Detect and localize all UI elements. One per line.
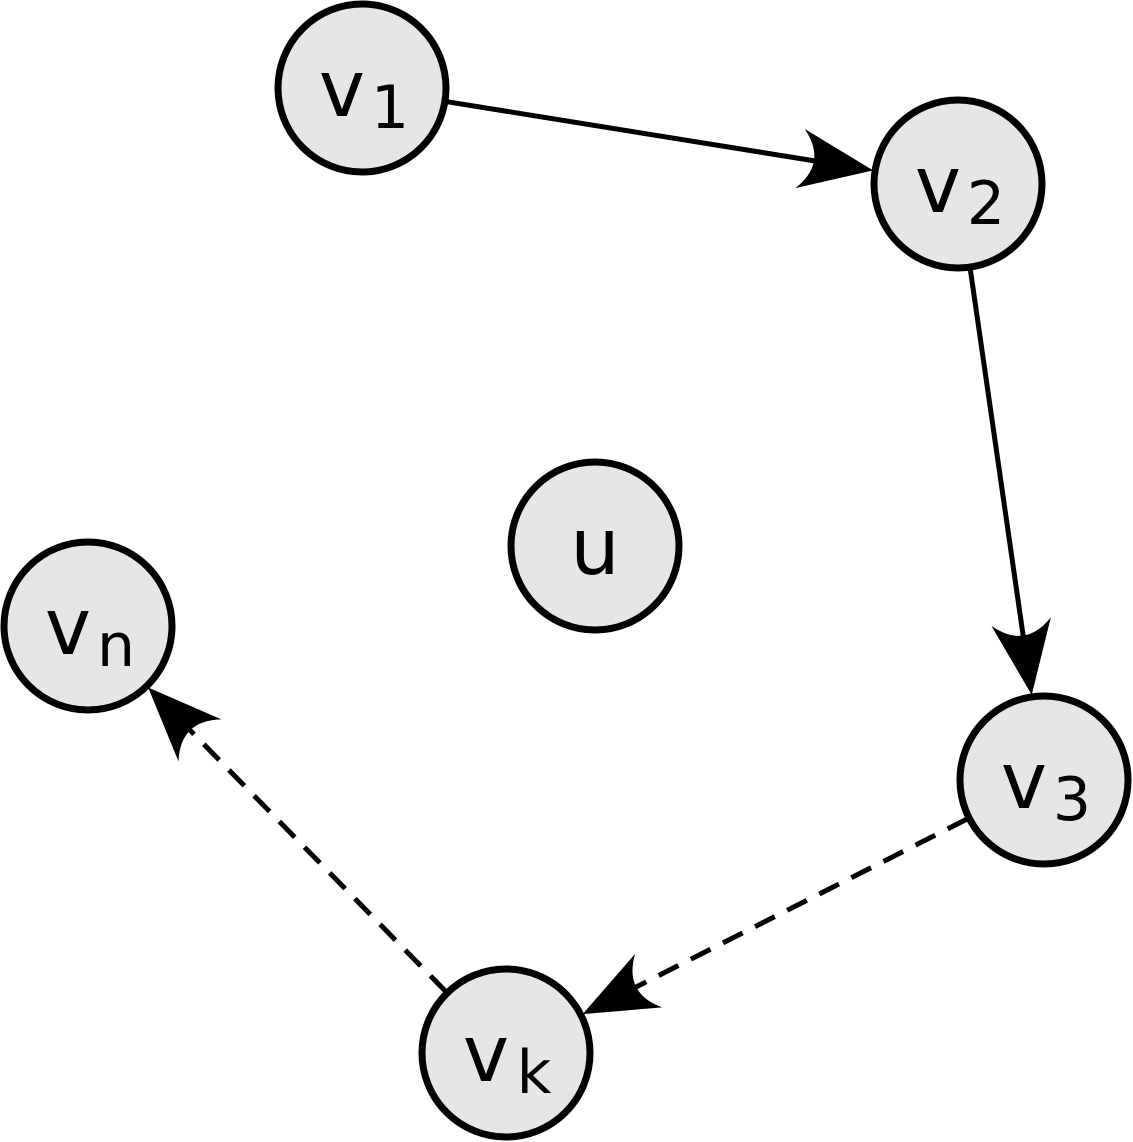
node-v3-circle: [956, 692, 1132, 868]
node-v3-label: v: [1001, 737, 1047, 827]
edges-layer: [148, 99, 1051, 1015]
node-vn-label: v: [45, 583, 91, 673]
node-v1-subscript: 1: [371, 73, 409, 143]
node-vn-circle: [0, 538, 176, 714]
node-v2-label: v: [915, 141, 961, 231]
node-vn-subscript: n: [97, 611, 135, 681]
arrowhead-vk-vn: [148, 687, 222, 762]
node-vk-subscript: k: [517, 1038, 552, 1108]
node-vk-label: v: [463, 1010, 509, 1100]
node-u-label: u: [570, 503, 619, 593]
edge-v1-v2: [446, 99, 829, 166]
arrowhead-v1-v2: [795, 128, 874, 189]
arrowhead-v2-v3: [991, 617, 1051, 695]
node-v2-circle: [870, 96, 1046, 272]
node-u-circle: [507, 458, 683, 634]
node-v2-subscript: 2: [967, 169, 1005, 239]
node-vk-circle: [418, 965, 594, 1141]
node-u: u: [507, 458, 683, 634]
node-v1-label: v: [319, 45, 365, 135]
edge-v2-v3: [967, 268, 1028, 650]
edge-v3-vk: [622, 816, 969, 996]
edge-vk-vn: [178, 718, 448, 994]
node-v1-circle: [274, 0, 450, 176]
node-v3-subscript: 3: [1053, 765, 1091, 835]
arrowhead-v3-vk: [582, 953, 663, 1015]
